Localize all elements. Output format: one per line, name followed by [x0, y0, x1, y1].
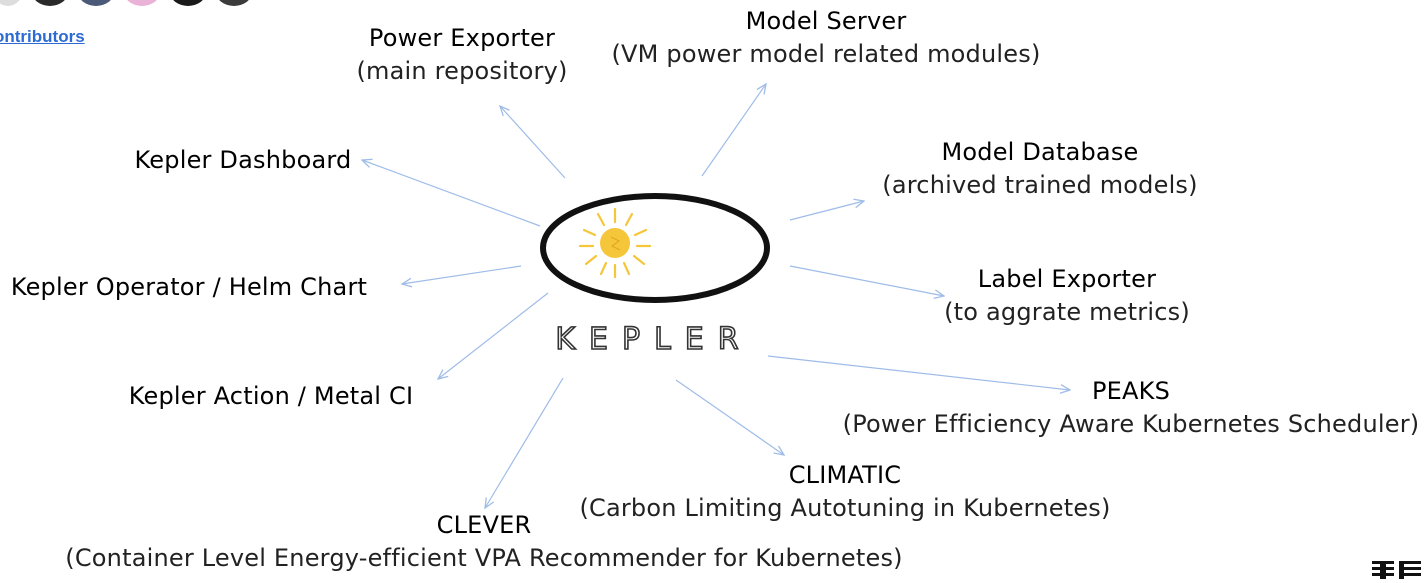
- hub-ellipse: [540, 193, 770, 303]
- node-label-exporter: Label Exporter (to aggrate metrics): [944, 263, 1190, 329]
- node-title: Kepler Operator / Helm Chart: [10, 273, 368, 301]
- arrow-power-exporter: [500, 106, 566, 179]
- node-model-database: Model Database (archived trained models): [882, 136, 1197, 202]
- node-title: Kepler Action / Metal CI: [128, 382, 414, 410]
- node-subtitle: (Carbon Limiting Autotuning in Kubernete…: [579, 494, 1111, 522]
- node-subtitle: (Power Efficiency Aware Kubernetes Sched…: [842, 410, 1420, 438]
- arrow-model-database: [789, 201, 864, 221]
- avatar[interactable]: [170, 0, 206, 6]
- kepler-logo-text: KEPLER: [555, 322, 752, 357]
- node-subtitle: (to aggrate metrics): [944, 298, 1190, 326]
- node-title: Model Server: [745, 7, 907, 35]
- arrow-climatic: [675, 379, 784, 455]
- node-title: Label Exporter: [977, 265, 1157, 293]
- arrow-kepler-operator: [402, 265, 522, 284]
- contributors-link[interactable]: ontributors: [0, 27, 85, 46]
- striped-logo-icon: [1372, 561, 1421, 579]
- node-title: Model Database: [941, 138, 1139, 166]
- node-subtitle: (VM power model related modules): [611, 40, 1041, 68]
- arrow-kepler-action: [438, 292, 549, 379]
- node-peaks: PEAKS (Power Efficiency Aware Kubernetes…: [843, 375, 1420, 441]
- node-kepler-action: Kepler Action / Metal CI: [129, 380, 414, 413]
- avatar[interactable]: [32, 0, 68, 6]
- node-climatic: CLIMATIC (Carbon Limiting Autotuning in …: [579, 459, 1110, 525]
- node-subtitle: (main repository): [356, 57, 568, 85]
- node-kepler-operator: Kepler Operator / Helm Chart: [11, 271, 367, 304]
- contributor-avatars: [0, 0, 252, 6]
- node-title: CLEVER: [436, 511, 532, 539]
- node-title: Power Exporter: [368, 24, 556, 52]
- arrow-kepler-dashboard: [362, 160, 541, 227]
- node-subtitle: (archived trained models): [882, 171, 1198, 199]
- avatar[interactable]: [0, 0, 22, 6]
- node-model-server: Model Server (VM power model related mod…: [611, 5, 1040, 71]
- node-kepler-dashboard: Kepler Dashboard: [135, 144, 352, 177]
- node-power-exporter: Power Exporter (main repository): [356, 22, 567, 88]
- node-title: Kepler Dashboard: [134, 146, 352, 174]
- arrow-label-exporter: [789, 265, 944, 296]
- sun-icon: [578, 207, 652, 279]
- node-clever: CLEVER (Container Level Energy-efficient…: [65, 509, 902, 575]
- node-title: PEAKS: [1091, 377, 1171, 405]
- avatar[interactable]: [78, 0, 114, 6]
- arrow-peaks: [767, 355, 1070, 390]
- avatar[interactable]: [216, 0, 252, 6]
- arrow-clever: [485, 377, 564, 508]
- avatar[interactable]: [124, 0, 160, 6]
- node-subtitle: (Container Level Energy-efficient VPA Re…: [65, 544, 903, 572]
- arrow-model-server: [701, 84, 766, 177]
- node-title: CLIMATIC: [788, 461, 902, 489]
